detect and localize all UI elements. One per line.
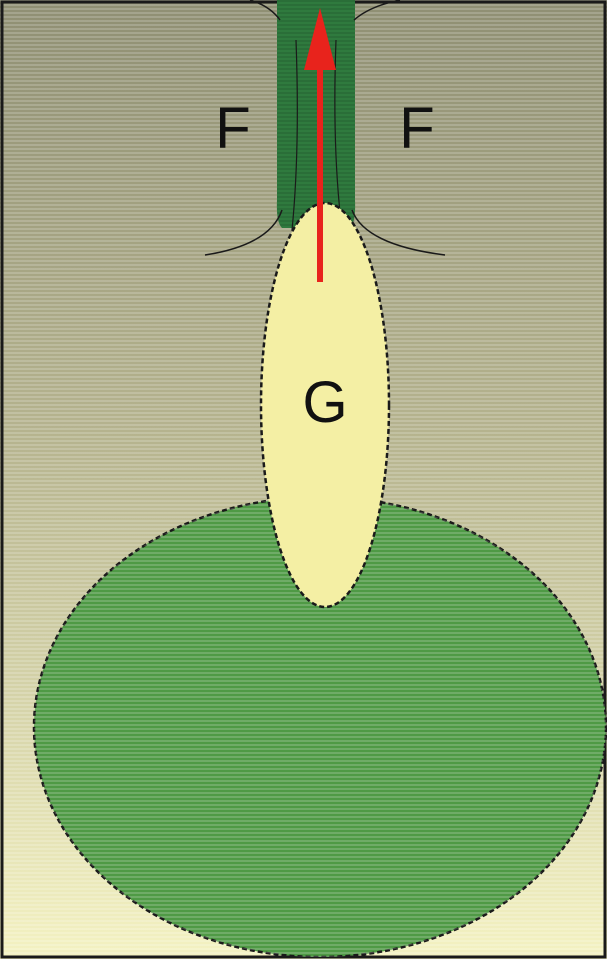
label-f-left: F <box>215 96 250 161</box>
label-g: G <box>302 370 347 435</box>
label-f-right: F <box>399 96 434 161</box>
